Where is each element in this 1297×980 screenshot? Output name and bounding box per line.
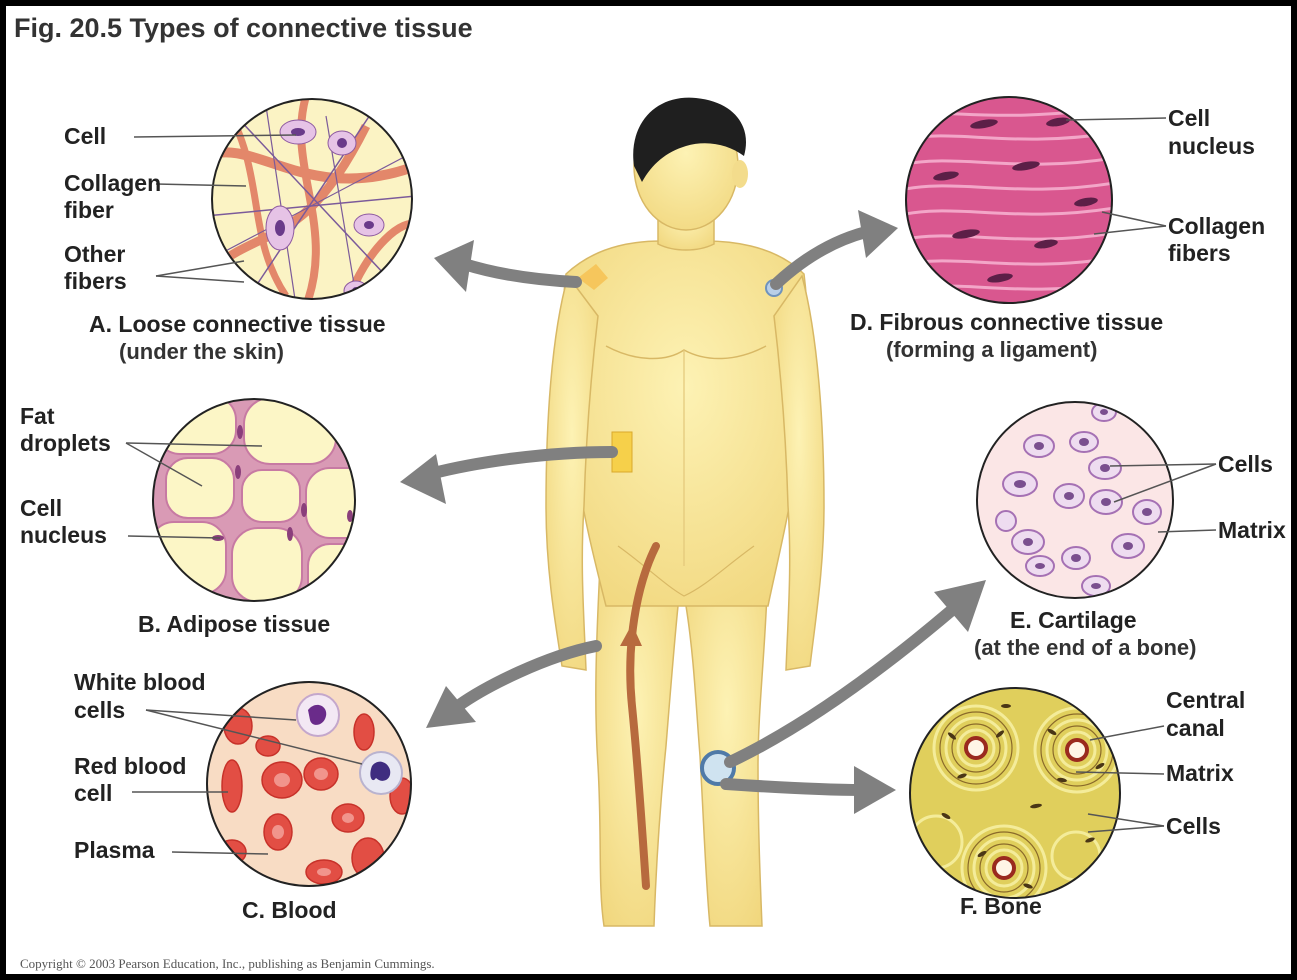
label-f-canal-line2: canal: [1166, 714, 1225, 742]
label-c-wbc-line2: cells: [74, 696, 125, 724]
label-e-cells: Cells: [1218, 450, 1273, 478]
label-a-collagen-line1: Collagen: [64, 169, 161, 197]
cartilage-micrograph: [977, 402, 1173, 598]
label-f-canal-line1: Central: [1166, 686, 1245, 714]
label-d-collagen-line2: fibers: [1168, 239, 1231, 267]
label-b-nucleus-line1: Cell: [20, 494, 62, 522]
label-a-other-line2: fibers: [64, 267, 127, 295]
figure-title: Fig. 20.5 Types of connective tissue: [14, 14, 473, 42]
diagram-artwork: [6, 6, 1291, 974]
caption-c: C. Blood: [242, 896, 337, 924]
label-f-cells: Cells: [1166, 812, 1221, 840]
loose-tissue-micrograph: [206, 96, 416, 306]
ligament-micrograph: [896, 97, 1126, 303]
adipose-tissue-micrograph: [150, 396, 372, 604]
caption-a: A. Loose connective tissue: [89, 310, 386, 338]
label-c-plasma: Plasma: [74, 836, 155, 864]
caption-f: F. Bone: [960, 892, 1042, 920]
label-b-fat-line1: Fat: [20, 402, 55, 430]
label-a-other-line1: Other: [64, 240, 125, 268]
label-c-rbc-line1: Red blood: [74, 752, 186, 780]
label-f-matrix: Matrix: [1166, 759, 1234, 787]
bone-micrograph: [910, 688, 1120, 910]
label-c-rbc-line2: cell: [74, 779, 112, 807]
copyright-notice: Copyright © 2003 Pearson Education, Inc.…: [20, 956, 435, 972]
subcaption-d: (forming a ligament): [886, 336, 1097, 364]
caption-d: D. Fibrous connective tissue: [850, 308, 1163, 336]
label-e-matrix: Matrix: [1218, 516, 1286, 544]
caption-b: B. Adipose tissue: [138, 610, 330, 638]
label-d-nucleus-line1: Cell: [1168, 104, 1210, 132]
caption-e: E. Cartilage: [1010, 606, 1137, 634]
label-a-cell: Cell: [64, 122, 106, 150]
label-c-wbc-line1: White blood: [74, 668, 206, 696]
human-figure: [546, 98, 824, 926]
label-d-collagen-line1: Collagen: [1168, 212, 1265, 240]
subcaption-e: (at the end of a bone): [974, 634, 1196, 662]
label-b-fat-line2: droplets: [20, 429, 111, 457]
blood-micrograph: [207, 682, 414, 886]
figure-frame: Fig. 20.5 Types of connective tissue Cel…: [6, 6, 1291, 974]
label-b-nucleus-line2: nucleus: [20, 521, 107, 549]
label-d-nucleus-line2: nucleus: [1168, 132, 1255, 160]
label-a-collagen-line2: fiber: [64, 196, 114, 224]
subcaption-a: (under the skin): [119, 338, 284, 366]
